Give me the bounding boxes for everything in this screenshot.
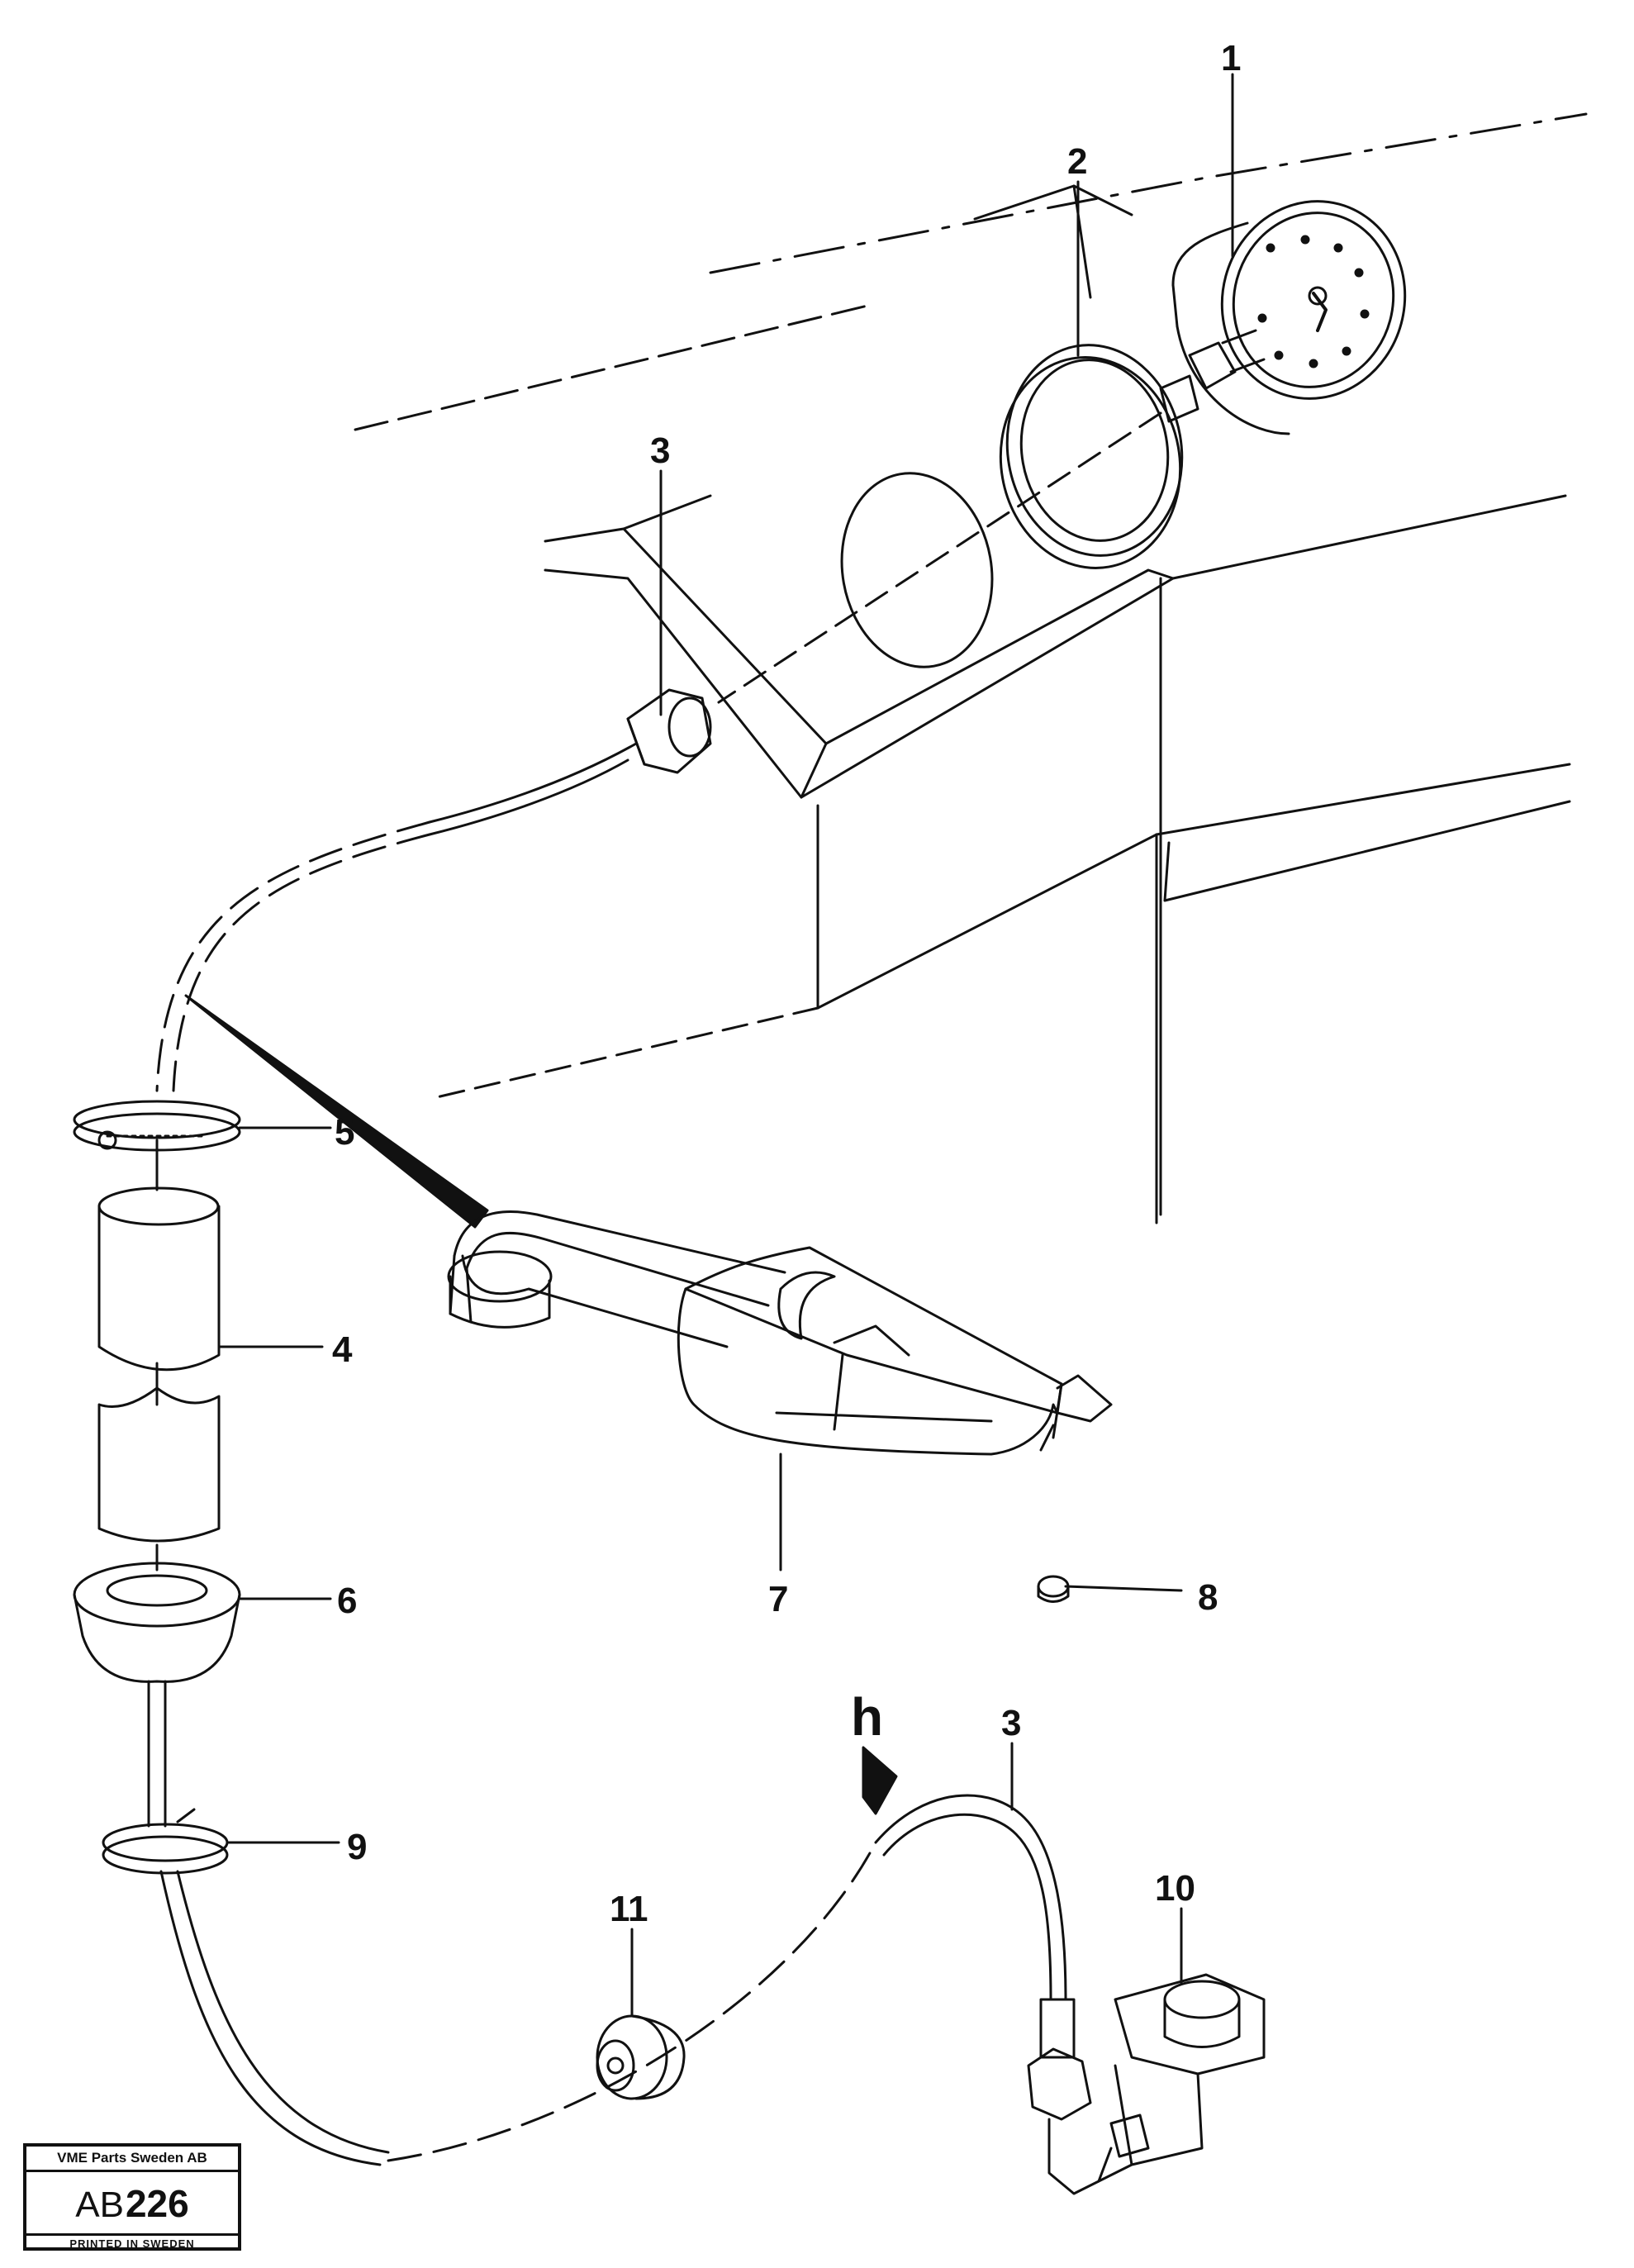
callout-6: 6	[337, 1581, 357, 1621]
callout-9: 9	[347, 1827, 367, 1867]
dashboard-opening	[840, 472, 994, 668]
callout-1: 1	[1221, 38, 1241, 78]
callout-8: 8	[1198, 1577, 1218, 1618]
hose-nut	[626, 688, 712, 774]
stamp-code: AB226	[26, 2172, 238, 2233]
callout-2: 2	[1067, 141, 1087, 182]
callout-3-top: 3	[650, 430, 670, 471]
drip-tray	[447, 1210, 1113, 1456]
stamp-code-number: 226	[125, 2182, 189, 2225]
drain-plug-nut	[1037, 1575, 1070, 1603]
callout-4: 4	[332, 1329, 353, 1370]
pressure-gauge	[1159, 200, 1407, 435]
callout-h: h	[851, 1687, 883, 1747]
gauge-hose-upper	[155, 742, 638, 1092]
callout-3-bottom: 3	[1001, 1703, 1021, 1743]
dashboard-outline	[354, 112, 1588, 1224]
callout-10: 10	[1155, 1868, 1195, 1909]
protective-sleeve	[97, 1139, 221, 1571]
gauge-bezel-ring	[999, 344, 1184, 569]
callout-leaders	[217, 73, 1234, 2018]
pressure-union-fitting	[1027, 1973, 1266, 2195]
callout-7: 7	[768, 1579, 788, 1619]
stamp-company: VME Parts Sweden AB	[26, 2147, 238, 2172]
stamp-printed: PRINTED IN SWEDEN	[26, 2233, 238, 2252]
h-arrow-pointer	[862, 1746, 898, 1815]
stamp-code-prefix: AB	[75, 2185, 124, 2225]
callout-11: 11	[610, 1889, 648, 1929]
rubber-grommet	[73, 1562, 241, 1737]
parts-stamp: VME Parts Sweden AB AB226 PRINTED IN SWE…	[23, 2143, 241, 2251]
callout-5: 5	[335, 1112, 354, 1153]
